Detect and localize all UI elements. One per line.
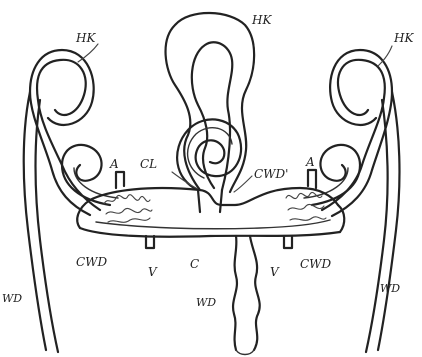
stub-v-right [284,236,292,248]
central-coiled-tube [166,13,255,212]
label-wd-bottom: WD [196,296,216,309]
label-cl: CL [140,157,157,171]
stub-a-left [116,172,124,188]
label-a-left: A [109,157,119,171]
label-v-left: V [148,265,158,279]
label-a-right: A [305,155,315,169]
bottom-duct [233,236,260,355]
label-cwd-right: CWD [300,257,332,271]
label-hk-left: HK [75,31,96,45]
label-hk-right: HK [393,31,414,45]
label-cwd-left: CWD [76,255,108,269]
label-wd-left: WD [2,292,22,305]
labels: HK HK HK A A CL CWD' CWD CWD V V C WD WD… [2,13,414,309]
stub-a-right [308,170,316,188]
label-hk-top: HK [251,13,272,27]
left-coiled-tube [24,50,118,352]
label-cwd-prime: CWD' [254,167,288,181]
right-coiled-tube [304,50,399,352]
label-v-right: V [270,265,280,279]
stub-v-left [146,236,154,248]
label-wd-right: WD [380,282,400,295]
label-c: C [190,257,199,271]
